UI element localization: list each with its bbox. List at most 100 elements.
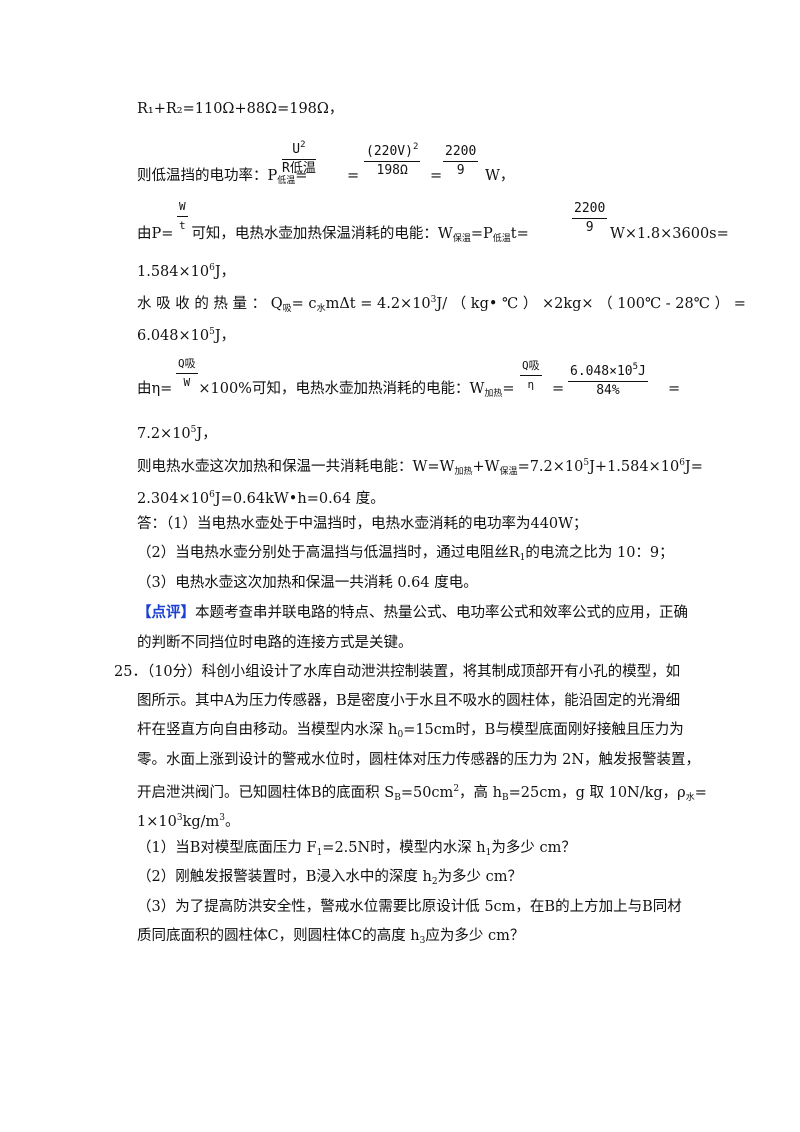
review-paragraph-line1: 【点评】本题考查串并联电路的特点、热量公式、电功率公式和效率公式的应用，正确 — [137, 603, 688, 623]
denominator: 9 — [585, 220, 594, 235]
text: = — [430, 168, 443, 184]
superscript: 5 — [190, 425, 197, 435]
text: =15cm时，B与模型底面刚好接触且压力为 — [403, 722, 684, 738]
text: （2）刚触发报警装置时，B浸入水中的深度 h — [137, 869, 432, 885]
subscript: 加热 — [454, 467, 473, 477]
text: ，高 h — [459, 785, 502, 801]
numerator: Q吸 — [520, 357, 542, 376]
text: = — [347, 168, 360, 184]
subscript: 水 — [685, 793, 695, 803]
answer-2: （2）当电热水壶分别处于高温挡与低温挡时，通过电阻丝R1的电流之比为 10：9； — [137, 543, 674, 568]
question-25-line5: 开启泄洪阀门。已知圆柱体B的底面积 SB=50cm2，高 hB=25cm，g 取… — [137, 779, 707, 808]
question-25-line4: 零。水面上涨到设计的警戒水位时，圆柱体对压力传感器的压力为 2N，触发报警装置， — [137, 750, 700, 770]
question-25-line3: 杆在竖直方向自由移动。当模型内水深 h0=15cm时，B与模型底面刚好接触且压力… — [137, 720, 684, 745]
numerator: W — [177, 198, 188, 217]
denominator: η — [527, 378, 535, 391]
fraction-q-over-eta: Q吸 η — [520, 357, 542, 394]
numerator: 2200 — [443, 143, 479, 162]
text: 由P= — [137, 226, 174, 242]
text: 本题考查串并联电路的特点、热量公式、电功率公式和效率公式的应用，正确 — [195, 605, 688, 621]
text: 则低温挡的电功率：P — [137, 168, 278, 184]
text: mΔt = 4.2×10 — [325, 296, 431, 312]
text: = c — [291, 296, 317, 312]
equals-sign: = — [668, 379, 680, 399]
text: 应为多少 cm？ — [425, 928, 525, 944]
superscript: 3 — [176, 813, 183, 823]
review-paragraph-line2: 的判断不同挡位时电路的连接方式是关键。 — [137, 633, 413, 653]
text: 6.048×10 — [137, 328, 210, 344]
text: = — [552, 381, 565, 397]
equation-line-total-result: 2.304×106J=0.64kW•h=0.64 度。 — [137, 485, 385, 509]
superscript: 6 — [209, 490, 215, 500]
text: 的判断不同挡位时电路的连接方式是关键。 — [137, 635, 413, 651]
equation-tail: W×1.8×3600s= — [610, 224, 729, 244]
text: = — [502, 381, 515, 397]
text: 杆在竖直方向自由移动。当模型内水深 h — [137, 722, 398, 738]
sub-question-1: （1）当B对模型底面压力 F1=2.5N时，模型内水深 h1为多少 cm？ — [137, 838, 576, 863]
text: 25．（10分）科创小组设计了水库自动泄洪控制装置，将其制成顶部开有小孔的模型，… — [114, 664, 681, 680]
sub-question-3-line2: 质同底面积的圆柱体C，则圆柱体C的高度 h3应为多少 cm？ — [137, 926, 524, 951]
denominator: 84% — [596, 383, 620, 398]
subscript: 0 — [397, 730, 404, 740]
fraction-u2-over-r: U2 R低温 — [282, 136, 316, 178]
text: 水 吸 收 的 热 量 ： Q — [137, 296, 283, 312]
text: 则电热水壶这次加热和保温一共消耗电能：W=W — [137, 459, 455, 475]
fraction-2200-over-9-b: 2200 9 — [572, 200, 608, 237]
superscript: 3 — [219, 813, 225, 823]
superscript: 3 — [430, 295, 437, 305]
fraction-6048-over-84: 6.048×105J 84% — [568, 358, 648, 400]
answer-3: （3）电热水壶这次加热和保温一共消耗 0.64 度电。 — [137, 573, 478, 593]
subscript: 2 — [431, 877, 438, 887]
superscript: 6 — [209, 263, 215, 273]
superscript: 5 — [209, 327, 215, 337]
text: 质同底面积的圆柱体C，则圆柱体C的高度 h — [137, 928, 420, 944]
text: 。 — [225, 814, 240, 830]
fraction-220v-over-198: (220V)2 198Ω — [364, 138, 421, 180]
subscript: 保温 — [499, 467, 518, 477]
question-25-line1: 25．（10分）科创小组设计了水库自动泄洪控制装置，将其制成顶部开有小孔的模型，… — [114, 662, 680, 682]
subscript: 1 — [519, 553, 526, 563]
subscript: 1 — [485, 848, 492, 858]
text: J， — [214, 328, 236, 344]
equation-line-heat-result: 6.048×105J， — [137, 322, 235, 346]
fraction-q-over-w: Q吸 W — [176, 355, 198, 392]
text: =25cm，g 取 10N/kg，ρ — [508, 785, 686, 801]
equation-line-result-energy: 1.584×106J， — [137, 258, 235, 282]
subscript: B — [502, 793, 509, 803]
equation-line-heat: 水 吸 收 的 热 量 ： Q吸= c水mΔt = 4.2×103J/ （ kg… — [137, 290, 746, 319]
text: 1×10 — [137, 814, 177, 830]
fraction-2200-over-9: 2200 9 — [443, 143, 479, 180]
unit-text: W， — [485, 166, 514, 186]
denominator: t — [179, 219, 186, 232]
text: J， — [214, 264, 236, 280]
text: 由η= — [137, 381, 173, 397]
text: ×100%可知，电热水壶加热消耗的电能：W — [198, 381, 485, 397]
text: （1）当B对模型底面压力 F — [137, 840, 317, 856]
denominator: W — [183, 376, 191, 389]
text: = — [668, 381, 681, 397]
text: =2.5N时，模型内水深 h — [322, 840, 486, 856]
text: （2）当电热水壶分别处于高温挡与低温挡时，通过电阻丝R — [137, 545, 520, 561]
text: 的电流之比为 10：9； — [525, 545, 674, 561]
denominator: 198Ω — [376, 163, 408, 178]
denominator: R低温 — [282, 161, 316, 176]
numerator: 6.048×10 — [570, 364, 633, 379]
numerator: U — [292, 142, 301, 157]
numerator: 2200 — [572, 200, 608, 219]
sub-question-3-line1: （3）为了提高防洪安全性，警戒水位需要比原设计低 5cm，在B的上方加上与B同材 — [137, 897, 682, 917]
fraction-w-over-t: W t — [177, 198, 188, 235]
denominator: 9 — [456, 163, 465, 178]
review-tag: 【点评】 — [137, 604, 195, 621]
equation-line-energy: 由P=可知，电热水壶加热保温消耗的电能：W保温=P低温t= — [137, 224, 529, 249]
superscript: 6 — [679, 458, 685, 468]
text: = — [295, 168, 308, 184]
text: W， — [485, 168, 515, 184]
text: J+1.584×10 — [589, 459, 680, 475]
question-25-line6: 1×103kg/m3。 — [137, 808, 240, 832]
equation-line-efficiency: 由η=×100%可知，电热水壶加热消耗的电能：W加热= — [137, 379, 515, 404]
text: R₁+R₂=110Ω+88Ω=198Ω， — [137, 101, 344, 117]
subscript: 3 — [419, 936, 426, 946]
equation-line-low-power: 则低温挡的电功率：P低温= — [137, 166, 307, 191]
text: J， — [196, 426, 217, 442]
text: =50cm — [400, 785, 454, 801]
